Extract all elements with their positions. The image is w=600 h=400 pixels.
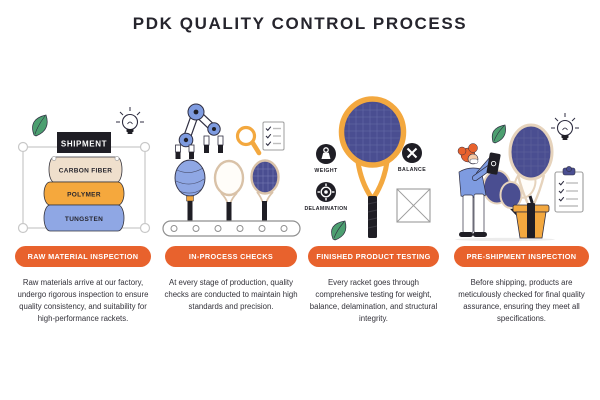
step-label-pre-shipment-inspection: PRE-SHIPMENT INSPECTION: [454, 246, 589, 267]
step-label-in-process-checks: IN-PROCESS CHECKS: [165, 246, 297, 267]
step-label-text: RAW MATERIAL INSPECTION: [27, 252, 139, 261]
racket-covered: [174, 159, 206, 223]
checklist-icon: [262, 121, 285, 151]
racket-strung: [250, 159, 280, 223]
delamination-test-icon: DELAMINATION: [305, 182, 348, 212]
step-description-in-process: At every stage of production, quality ch…: [164, 278, 298, 312]
balance-test-icon: BALANCE: [398, 143, 426, 173]
shipment-label: SHIPMENT: [61, 140, 107, 149]
test-label-delamination: DELAMINATION: [305, 206, 348, 212]
test-label-balance: BALANCE: [398, 167, 426, 173]
leaf-icon: [491, 124, 506, 144]
bucket-rackets: [482, 169, 539, 223]
step-raw-material-inspection: SHIPMENT CARBON FIBER POLYMER TUNGSTEN R…: [8, 92, 158, 325]
scanner-tablet: [486, 152, 501, 175]
step-label-text: FINISHED PRODUCT TESTING: [316, 252, 431, 261]
finished-product-illustration: WEIGHT BALANCE DELAMINATION: [305, 96, 431, 241]
magnifier-icon: [235, 125, 262, 156]
leaf-icon: [32, 114, 48, 137]
leaf-icon: [331, 220, 347, 241]
step-description-finished-product: Every racket goes through comprehensive …: [309, 278, 438, 324]
material-label: POLYMER: [67, 192, 101, 199]
inspector-person: [457, 143, 501, 237]
selection-frame: [17, 141, 151, 234]
in-process-illustration: [162, 103, 301, 237]
step-label-raw-material-inspection: RAW MATERIAL INSPECTION: [15, 246, 151, 267]
material-roll-tungsten: TUNGSTEN: [43, 204, 125, 232]
step-label-text: PRE-SHIPMENT INSPECTION: [466, 252, 577, 261]
raw-materials-illustration: SHIPMENT CARBON FIBER POLYMER TUNGSTEN: [17, 107, 151, 234]
crossed-square-icon: [396, 188, 431, 223]
material-roll-carbon-fiber: CARBON FIBER: [48, 156, 123, 183]
material-label: TUNGSTEN: [65, 216, 103, 223]
shipment-box: SHIPMENT: [57, 132, 111, 153]
step-label-text: IN-PROCESS CHECKS: [188, 252, 274, 261]
conveyor-belt: [162, 220, 301, 237]
pre-shipment-illustration: [455, 113, 584, 242]
lightbulb-icon: [116, 107, 144, 134]
weight-test-icon: WEIGHT: [314, 144, 338, 174]
step-description-raw-material: Raw materials arrive at our factory, und…: [17, 278, 149, 324]
tennis-racket: [338, 96, 407, 238]
tennis-racket: [508, 123, 554, 238]
step-pre-shipment-inspection: PRE-SHIPMENT INSPECTION Before shipping,…: [447, 92, 596, 325]
step-description-pre-shipment: Before shipping, products are meticulous…: [458, 278, 585, 324]
clipboard-icon: [554, 166, 584, 213]
material-roll-polymer: POLYMER: [43, 181, 125, 206]
robotic-arm-icon: [175, 103, 224, 159]
step-label-finished-product-testing: FINISHED PRODUCT TESTING: [308, 246, 439, 267]
material-label: CARBON FIBER: [59, 168, 112, 175]
lightbulb-icon: [551, 113, 579, 140]
ground-shadow: [455, 237, 555, 242]
test-label-weight: WEIGHT: [314, 168, 338, 174]
step-finished-product-testing: WEIGHT BALANCE DELAMINATION: [301, 92, 446, 325]
racket-unstrung: [213, 159, 245, 223]
step-in-process-checks: IN-PROCESS CHECKS At every stage of prod…: [158, 92, 304, 313]
page-title: PDK QUALITY CONTROL PROCESS: [132, 14, 468, 33]
